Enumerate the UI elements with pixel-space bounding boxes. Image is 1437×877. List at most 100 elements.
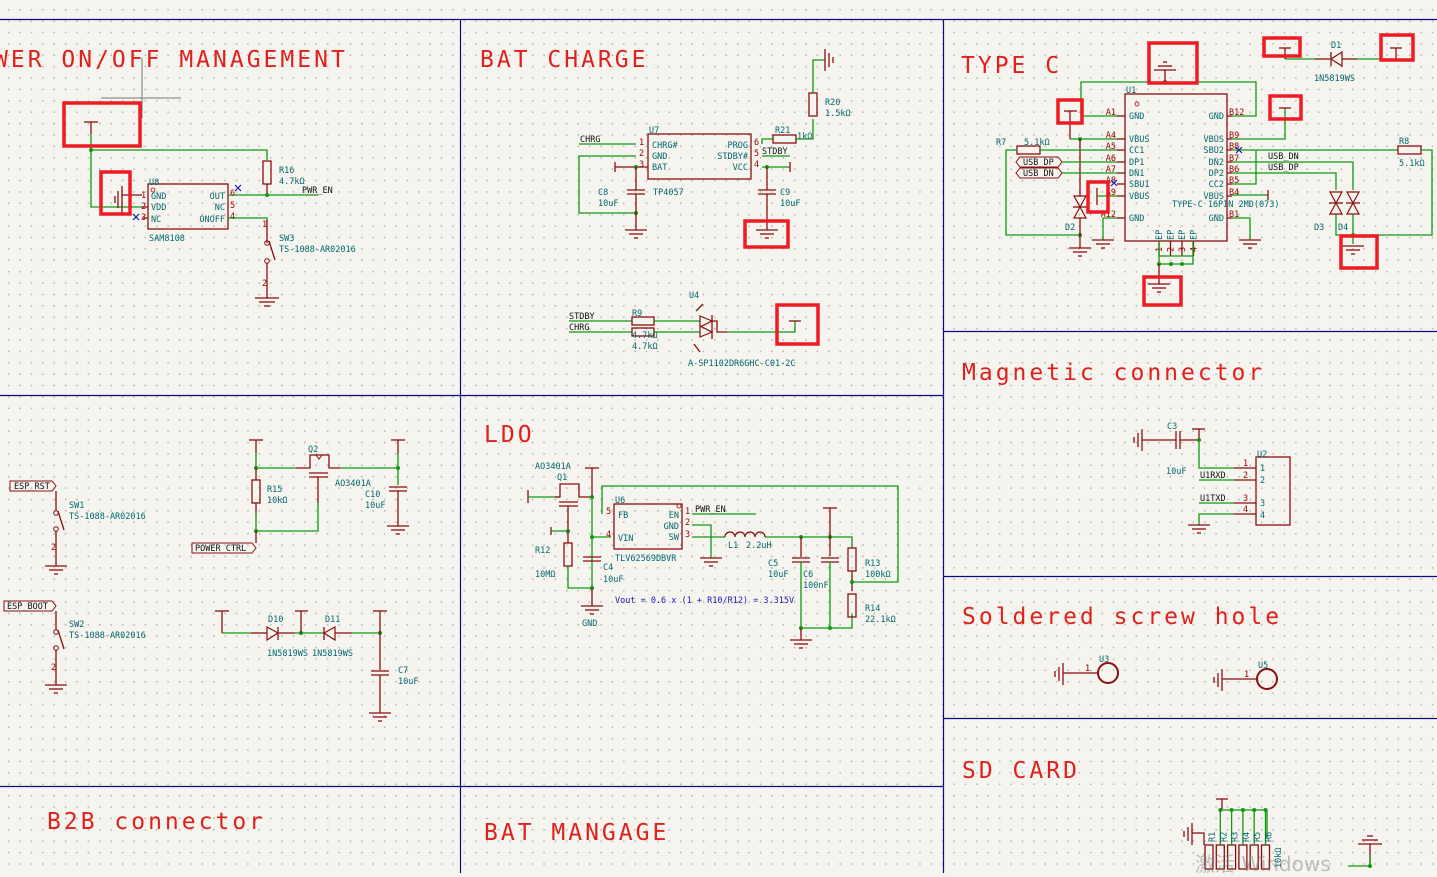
r12-resistor[interactable] bbox=[563, 542, 573, 567]
u3-screw-hole[interactable] bbox=[1097, 662, 1119, 684]
r21-resistor[interactable] bbox=[772, 134, 797, 144]
label-power-ctrl[interactable]: POWER_CTRL bbox=[191, 542, 257, 554]
label-usb-dn[interactable]: USB_DN bbox=[1015, 167, 1063, 179]
r16-resistor[interactable] bbox=[262, 160, 272, 185]
esp-switch-circuit[interactable]: ESP_RST 2 SW1 TS-1088-AR02016 ESP_BOOT 2… bbox=[3, 480, 146, 694]
gnd-symbol[interactable] bbox=[824, 49, 834, 71]
section-title-bat-charge: BAT CHARGE bbox=[480, 47, 648, 73]
highlight-box bbox=[1142, 275, 1183, 307]
label-esp-boot[interactable]: ESP_BOOT bbox=[3, 600, 57, 612]
pin-name: VDD bbox=[151, 203, 166, 213]
d1-diode[interactable] bbox=[1329, 50, 1343, 68]
pin-name: SBU2 bbox=[1204, 146, 1224, 156]
gnd-symbol[interactable] bbox=[1183, 823, 1193, 845]
u7-ic[interactable] bbox=[647, 133, 752, 180]
u6-ic[interactable] bbox=[613, 503, 683, 550]
vout-formula-note: Vout = 0.6 x (1 + R10/R12) = 3.315V bbox=[615, 596, 794, 606]
r20-value: 1.5kΩ bbox=[825, 109, 851, 119]
d3-tvs-diode[interactable] bbox=[1328, 191, 1344, 215]
r8-value: 5.1kΩ bbox=[1399, 159, 1425, 169]
u4-ref: U4 bbox=[689, 291, 699, 301]
net-label-chrg[interactable]: CHRG bbox=[580, 135, 600, 145]
net-label-pwr-en[interactable]: PWR_EN bbox=[695, 505, 726, 515]
net-label-pwr-en[interactable]: PWR_EN bbox=[302, 186, 333, 196]
r13-resistor[interactable] bbox=[847, 547, 857, 572]
gnd-symbol[interactable] bbox=[1213, 669, 1223, 691]
label-esp-rst[interactable]: ESP_RST bbox=[9, 480, 57, 492]
highlight-box bbox=[1056, 98, 1084, 125]
net-label-u1rxd[interactable]: U1RXD bbox=[1200, 471, 1226, 481]
d4-tvs-diode[interactable] bbox=[1345, 191, 1361, 215]
sd-resistor-value: 10kΩ bbox=[1274, 848, 1284, 868]
net-label-usb-dn[interactable]: USB_DN bbox=[1268, 152, 1299, 162]
u5-screw-hole[interactable] bbox=[1256, 668, 1278, 690]
u1-value: TYPE-C 16PIN 2MD(073) bbox=[1172, 200, 1279, 210]
gnd-symbol[interactable] bbox=[1054, 663, 1064, 685]
net-label-usb-dp[interactable]: USB_DP bbox=[1268, 163, 1299, 173]
pin-num: 2 bbox=[685, 518, 690, 528]
gnd-symbol[interactable] bbox=[114, 186, 142, 213]
pin-name: EP bbox=[1167, 230, 1177, 240]
q1-mosfet[interactable] bbox=[555, 483, 592, 530]
net-label-chrg[interactable]: CHRG bbox=[569, 323, 589, 333]
pin-name: GND bbox=[664, 522, 679, 532]
magnetic-connector-circuit[interactable]: C3 10uF U2 1 2 3 4 1 2 3 4 U1RXD U1TXD bbox=[1133, 422, 1291, 534]
pin-name: NC bbox=[215, 203, 225, 213]
pin-name: CC2 bbox=[1209, 180, 1224, 190]
pin-name: DN2 bbox=[1209, 158, 1224, 168]
pin-name: PROG bbox=[728, 141, 748, 151]
pin-name: 2 bbox=[1260, 476, 1265, 486]
d1-value: 1N5819WS bbox=[1314, 74, 1355, 84]
power-ctrl-circuit[interactable]: R15 10kΩ Q2 AO3401A C10 10uF POWER_CTRL bbox=[191, 439, 418, 722]
sd-resistor[interactable] bbox=[1204, 844, 1214, 870]
net-label-u1txd[interactable]: U1TXD bbox=[1200, 494, 1226, 504]
pin-num: 5 bbox=[754, 149, 759, 159]
gnd-symbol[interactable] bbox=[1133, 429, 1143, 451]
bat-charge-circuit[interactable]: U7 TP4057 CHRG# GND BAT 1 2 3 PROG STDBY… bbox=[569, 49, 851, 369]
r16-value: 4.7kΩ bbox=[279, 177, 305, 187]
power-onoff-circuit[interactable]: U8 SAM8108 1 2 3 GND VDD NC OUT NC ONOFF… bbox=[62, 58, 356, 307]
pin-num: 4 bbox=[606, 530, 611, 540]
r9-value: 4.7kΩ bbox=[632, 342, 658, 352]
net-label-stdby[interactable]: STDBY bbox=[762, 147, 788, 157]
u6-ref: U6 bbox=[615, 496, 625, 506]
label-usb-dp[interactable]: USB_DP bbox=[1015, 156, 1063, 168]
u4-led[interactable] bbox=[693, 303, 727, 353]
r20-resistor[interactable] bbox=[808, 92, 818, 117]
pin-num: 3 bbox=[639, 160, 644, 170]
svg-text:ESP_RST: ESP_RST bbox=[14, 482, 50, 492]
pin-name: NC bbox=[151, 215, 161, 225]
pin-name: GND bbox=[151, 192, 166, 202]
pin-name: EP bbox=[1190, 230, 1200, 240]
l1-value: 2.2uH bbox=[746, 541, 772, 551]
u2-connector[interactable] bbox=[1255, 456, 1291, 526]
u1-usb-c-connector[interactable] bbox=[1124, 93, 1228, 242]
section-title-magnetic-connector: Magnetic connector bbox=[962, 360, 1265, 386]
pin-num: 2 bbox=[639, 149, 644, 159]
l1-inductor[interactable] bbox=[724, 531, 766, 538]
pin-num: 1 bbox=[639, 138, 644, 148]
section-title-power: WER ON/OFF MANAGEMENT bbox=[0, 47, 348, 73]
u8-ref: U8 bbox=[149, 178, 159, 188]
r15-resistor[interactable] bbox=[251, 479, 261, 504]
net-label-stdby[interactable]: STDBY bbox=[569, 312, 595, 322]
r8-resistor[interactable] bbox=[1397, 145, 1422, 155]
screw-hole-circuit[interactable]: 1 U3 1 U5 bbox=[1054, 655, 1278, 691]
q2-mosfet[interactable] bbox=[296, 454, 340, 503]
d11-diode[interactable] bbox=[322, 625, 336, 642]
d2-tvs-diode[interactable] bbox=[1072, 195, 1088, 235]
d10-diode[interactable] bbox=[266, 625, 280, 642]
pin-num: 1 bbox=[1244, 670, 1249, 680]
highlight-box bbox=[743, 219, 790, 249]
r20-ref: R20 bbox=[825, 98, 840, 108]
sw3-switch[interactable] bbox=[255, 220, 279, 307]
ldo-circuit[interactable]: AO3401A Q1 R12 10MΩ C4 10uF GND U6 TLV62… bbox=[527, 462, 899, 649]
c4-value: 10uF bbox=[603, 575, 623, 585]
windows-activation-watermark: 激活 Windows bbox=[1195, 852, 1331, 876]
c5-value: 10uF bbox=[768, 570, 788, 580]
r14-resistor[interactable] bbox=[847, 593, 857, 618]
